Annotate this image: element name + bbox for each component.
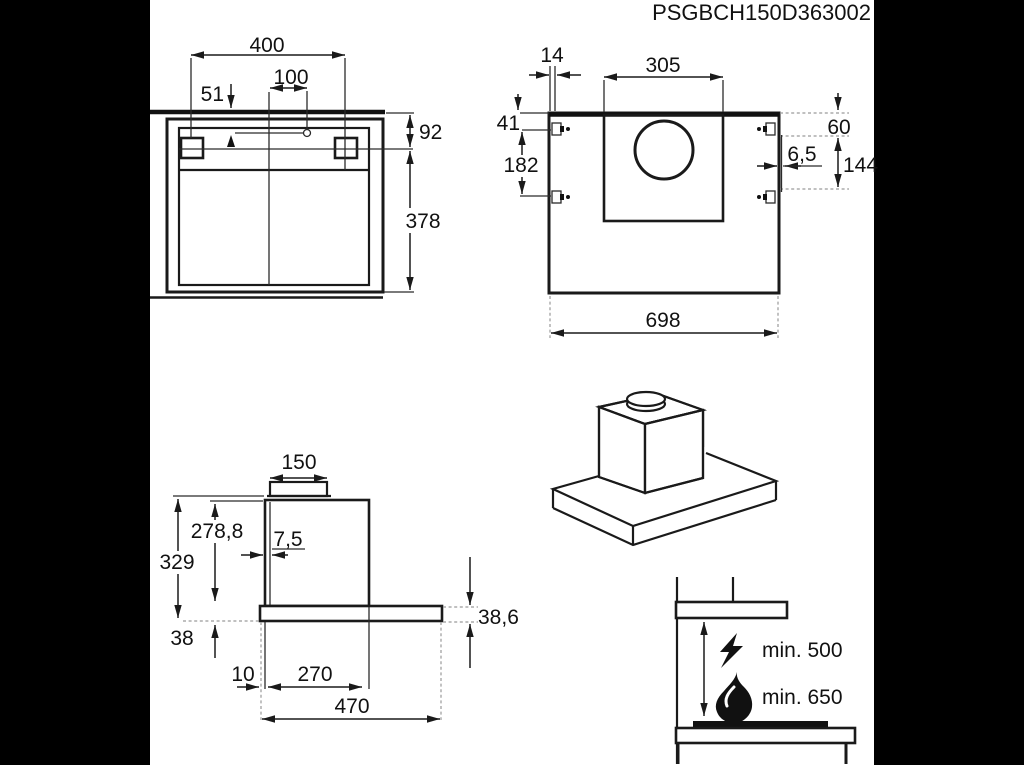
dim-side-collar-150: 150 xyxy=(281,451,316,474)
installation-clearance-view: min. 500 min. 650 xyxy=(674,577,857,764)
dim-top-duct-305: 305 xyxy=(645,54,680,77)
dim-top-right-spacing-144: 144 xyxy=(843,154,878,177)
dim-rear-offset-51: 51 xyxy=(201,83,224,106)
dim-side-width-470: 470 xyxy=(334,695,369,718)
sheet-title: PSGBCH150D363002 xyxy=(652,0,871,25)
canopy-slab xyxy=(258,604,444,623)
dim-top-upper-41: 41 xyxy=(497,112,520,135)
cable-hole xyxy=(302,128,312,138)
side-profile-view: 150 329 278,8 7,5 38,6 38 10 270 xyxy=(156,451,519,723)
flame-icon xyxy=(715,672,753,724)
flame-icon-detail xyxy=(724,685,736,708)
counter xyxy=(674,726,857,745)
rear-elevation-view: 400 100 51 92 378 xyxy=(150,34,452,299)
dim-side-depth-270: 270 xyxy=(297,663,332,686)
fixing-bracket-right-bottom xyxy=(757,190,776,204)
chimney-box xyxy=(263,498,371,608)
dim-top-side-14: 14 xyxy=(540,44,564,67)
duct-outlet-circle xyxy=(633,119,695,181)
clearance-gas-label: min. 650 xyxy=(762,686,843,709)
dim-top-plate-6-5: 6,5 xyxy=(787,143,816,166)
leader-arrow xyxy=(227,135,235,147)
dim-top-left-spacing-182: 182 xyxy=(503,154,538,177)
dim-side-canopy-38: 38 xyxy=(170,627,193,650)
dim-side-chimney-278-8: 278,8 xyxy=(191,520,244,543)
dim-side-canopy-38-6: 38,6 xyxy=(478,606,519,629)
mounting-slot-right xyxy=(333,136,359,160)
mounting-slot-left xyxy=(179,136,205,160)
dim-top-width-698: 698 xyxy=(645,309,680,332)
dim-rear-height-378: 378 xyxy=(405,210,440,233)
dim-side-gap-7-5: 7,5 xyxy=(273,528,302,551)
dim-top-right-60: 60 xyxy=(827,116,850,139)
fixing-bracket-left-top xyxy=(551,122,570,136)
clearance-electric-label: min. 500 xyxy=(762,639,843,662)
perspective-sketch xyxy=(549,390,780,547)
top-plan-view: 14 305 41 182 60 6,5 144 698 xyxy=(497,44,878,338)
dim-side-rear-gap-10: 10 xyxy=(231,663,254,686)
fixing-bracket-left-bottom xyxy=(551,190,570,204)
lightning-bolt-icon xyxy=(720,633,743,668)
fixing-bracket-right-top xyxy=(757,122,776,136)
dim-rear-top-92: 92 xyxy=(419,121,442,144)
dim-rear-width-400: 400 xyxy=(249,34,284,57)
cooktop xyxy=(693,721,828,728)
dim-rear-holes-100: 100 xyxy=(273,66,308,89)
hood-canopy xyxy=(674,600,789,620)
dim-side-total-329: 329 xyxy=(159,551,194,574)
